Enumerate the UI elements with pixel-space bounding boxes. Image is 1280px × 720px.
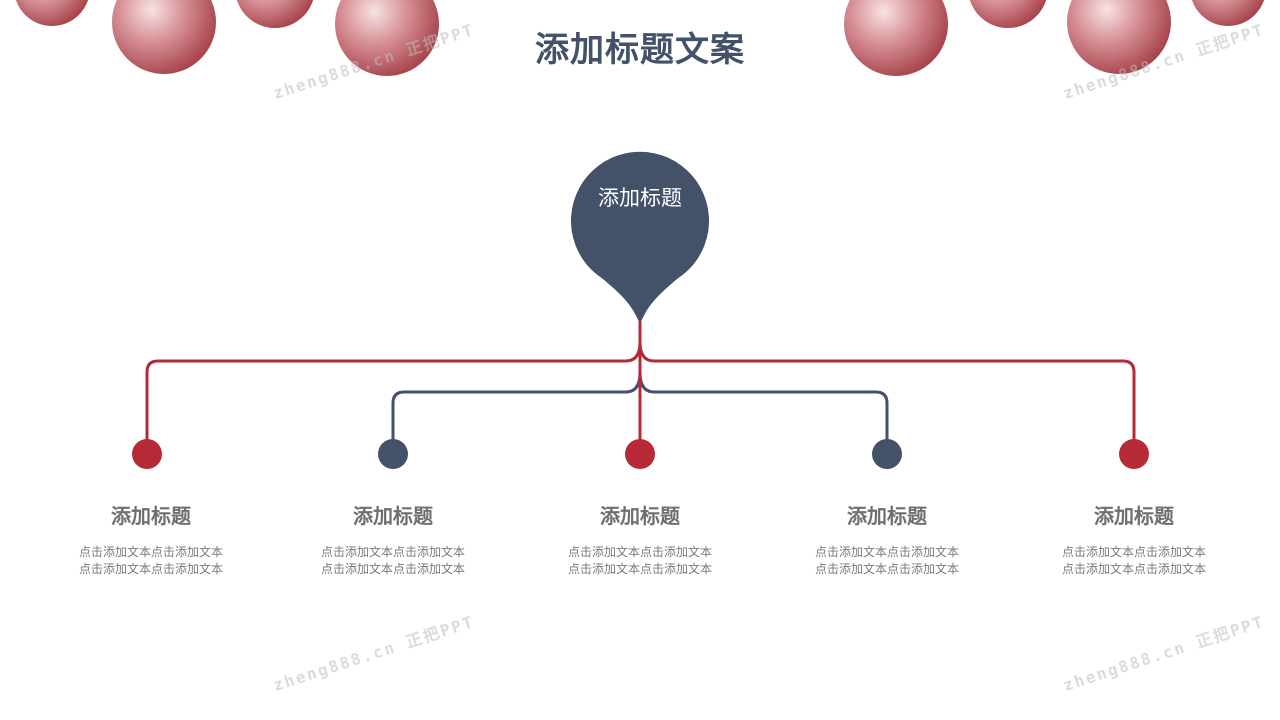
node-body-1: 点击添加文本点击添加文本点击添加文本点击添加文本 [78,545,223,576]
balloon-decor [1191,0,1265,26]
balloon-decor [969,0,1047,28]
node-dot-1 [132,439,162,469]
balloon-decor [112,0,216,74]
node-title-1: 添加标题 [111,504,191,528]
connector-inner-navy [391,371,889,440]
node-dot-4 [872,439,902,469]
node-dot-5 [1119,439,1149,469]
node-title-2: 添加标题 [353,504,433,528]
balloon-decor [335,0,439,76]
center-pin-bubble [570,151,709,325]
decor-balloons [15,0,1265,76]
node-body-3: 点击添加文本点击添加文本点击添加文本点击添加文本 [567,545,712,576]
node-body-5: 点击添加文本点击添加文本点击添加文本点击添加文本 [1061,545,1206,576]
connector-outer-red [145,341,1136,440]
node-title-5: 添加标题 [1094,504,1174,528]
balloon-decor [844,0,948,76]
node-title-3: 添加标题 [600,504,680,528]
node-title-4: 添加标题 [847,504,927,528]
balloon-decor [1067,0,1171,74]
node-body-2: 点击添加文本点击添加文本点击添加文本点击添加文本 [320,545,465,576]
node-body-4: 点击添加文本点击添加文本点击添加文本点击添加文本 [814,545,959,576]
node-dot-3 [625,439,655,469]
node-dot-2 [378,439,408,469]
balloon-decor [236,0,314,28]
slide-title: 添加标题文案 [535,30,745,70]
center-bubble-label: 添加标题 [598,186,682,210]
balloon-decor [15,0,89,26]
